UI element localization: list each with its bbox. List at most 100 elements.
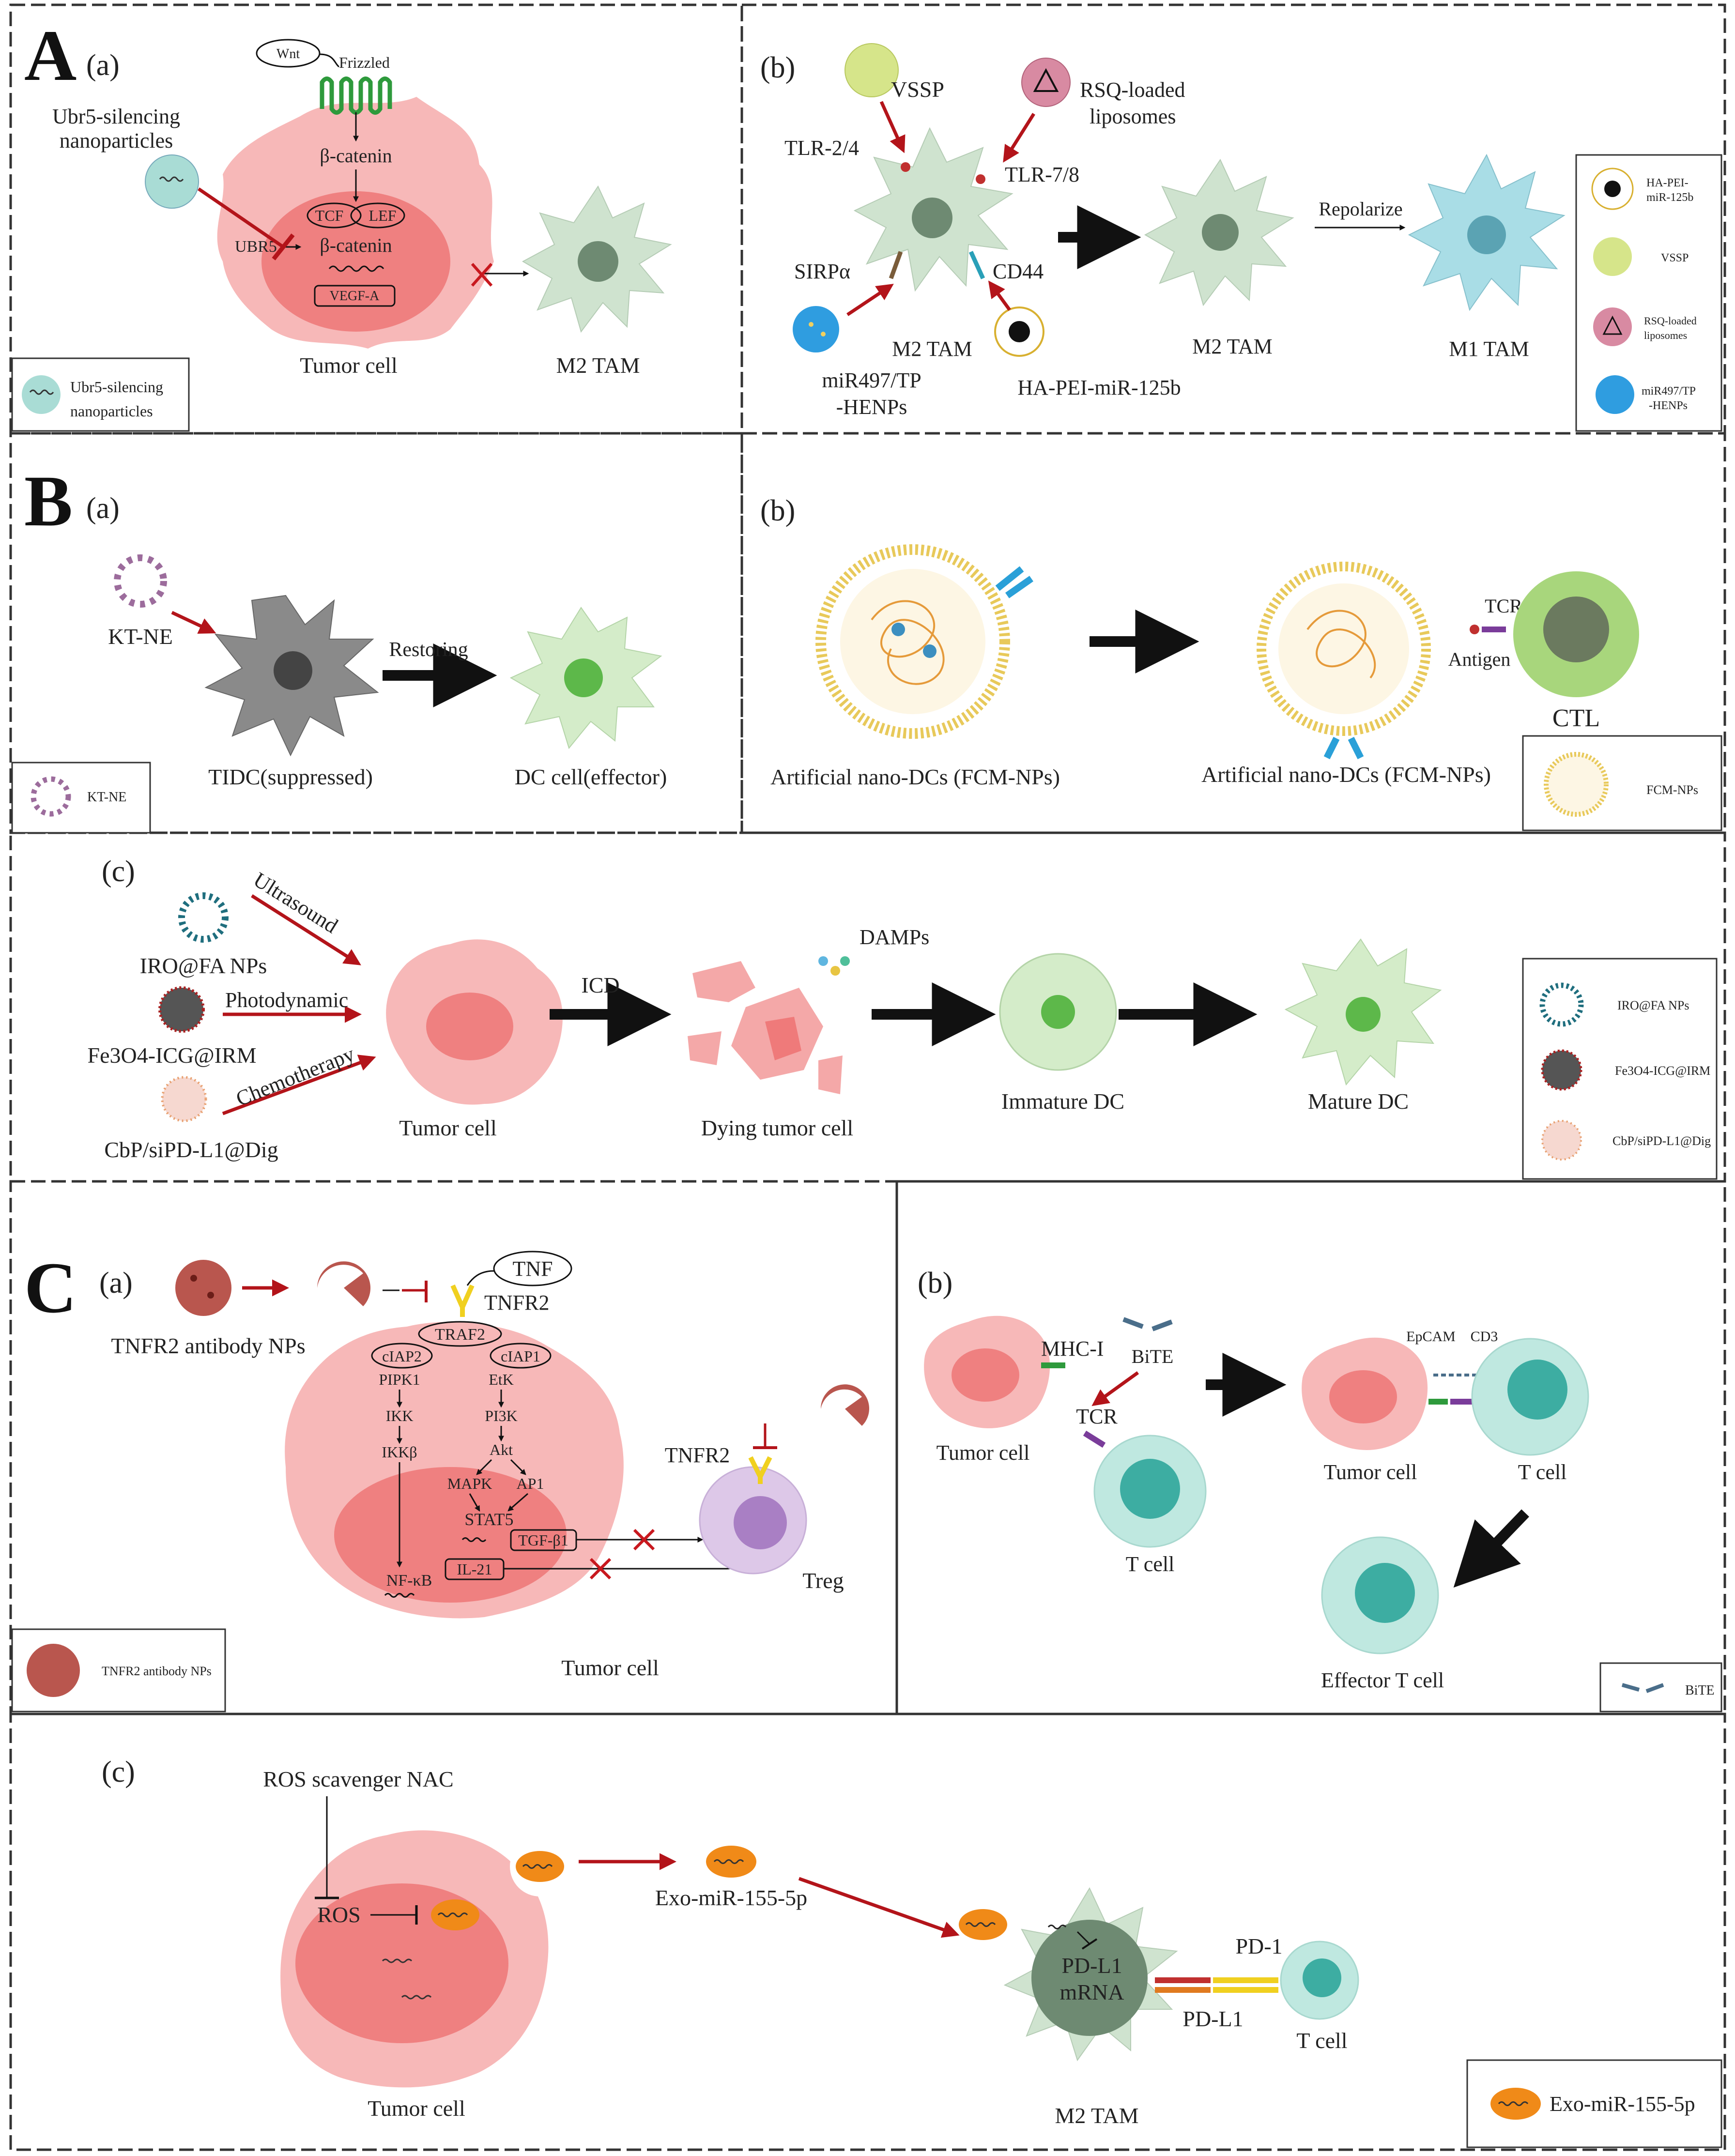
tlr78-label: TLR-7/8 [1005,163,1079,186]
tlr24-label: TLR-2/4 [784,136,859,160]
m2-tam-label-a: M2 TAM [892,337,972,361]
section-letter-c: C [24,1248,77,1328]
mir497-dot [821,332,826,336]
arrow-ultrasound [251,894,361,965]
tumor-b-nucleus [426,993,513,1060]
nano-dc-receptor-1 [995,566,1034,598]
t-cell-cc-nucleus [1303,1958,1341,1997]
legend-iro-label: IRO@FA NPs [1617,998,1689,1012]
ap1-label: AP1 [517,1475,544,1492]
legend-np-icon [22,375,61,414]
ctl-nucleus [1543,596,1609,662]
cbp-label: CbP/siPD-L1@Dig [104,1137,278,1162]
legend-mir497-label-1: miR497/TP [1642,385,1696,398]
section-c-c: (c) ROS scavenger NAC ROS Tumor cell Exo… [102,1756,1722,2148]
tumor-label-1: Tumor cell [937,1441,1030,1465]
tumor-cell-label: Tumor cell [368,2096,465,2121]
antigen-dot [1470,625,1479,634]
nfkb-label: NF-κB [386,1572,432,1590]
legend-fcm-label: FCM-NPs [1646,783,1698,797]
bcat-label-2: β-catenin [320,234,392,256]
immature-dc-label: Immature DC [1001,1089,1124,1114]
np-spot [190,1275,197,1282]
x-mark-il21 [589,1558,612,1580]
mirna-inside-tam [1047,1925,1067,1929]
legend-iro-icon [1539,982,1584,1027]
effector-t-cell-nucleus [1355,1563,1415,1623]
rsq-triangle [1033,68,1059,92]
mir497-label-1: miR497/TP [822,368,921,392]
legend-label-2: nanoparticles [70,402,153,420]
m2-tam-nucleus [578,241,618,282]
arrow-exo-2 [798,1877,960,1938]
tumor-cell-label: Tumor cell [561,1655,659,1680]
ciap2-label: cIAP2 [382,1347,422,1365]
damps-dot [830,966,840,976]
inhibit-bar [272,233,295,260]
legend-np-icon [27,1644,80,1697]
mapk-label: MAPK [447,1475,492,1492]
legend-ktne-label: KT-NE [87,790,126,805]
dc-nucleus [564,658,603,697]
tcr-receptor [1083,1430,1106,1448]
mature-dc-nucleus [1346,997,1381,1032]
treg-nucleus [734,1496,787,1549]
x-mark-tgf [633,1529,655,1551]
ikkb-label: IKKβ [382,1443,417,1461]
nano-dc-antigen [891,623,905,636]
legend-fcm-icon [1544,752,1609,817]
mir497-particle [793,306,839,352]
rsq-label-1: RSQ-loaded [1080,78,1185,102]
sirpa-receptor [889,251,903,279]
tnfr2-treg-label: TNFR2 [665,1443,730,1467]
damps-dot [818,956,828,966]
nano-dc-antigen [923,644,937,658]
tcf-oval [307,202,362,229]
pdl1-mrna-label-2: mRNA [1060,1980,1124,2004]
nano-dc-scaffold-1 [871,600,945,685]
arrow-akt-mapk [476,1459,492,1475]
legend-rsq-label-1: RSQ-loaded [1644,315,1697,327]
exo-free-rna [713,1859,744,1864]
damps-label: DAMPs [860,925,929,949]
nano-dc-core-2 [1278,583,1409,714]
ciap1-oval [490,1343,552,1369]
dying-tumor-cell [688,961,843,1094]
mir497-dot [809,322,814,327]
tumor-cell-label: Tumor cell [399,1116,496,1140]
tidc-nucleus [274,651,312,690]
arrow-mir497 [846,284,894,316]
frizzled-label: Frizzled [339,54,390,71]
vegf-label: VEGF-A [330,289,380,304]
legend-exo-rna [1498,2101,1529,2106]
restoring-label: Restoring [389,639,468,661]
legend-box [11,762,151,834]
ktne-label: KT-NE [108,624,173,649]
legend-hapei-label-2: miR-125b [1646,191,1693,204]
repolarize-label: Repolarize [1319,198,1402,220]
section-letter-a: A [24,15,77,96]
arrow-ap1-stat5 [507,1493,528,1512]
subpanel-tag: (a) [86,49,120,82]
subpanel-tag: (b) [760,51,795,84]
iro-particle [178,892,229,943]
nfkb-dna [384,1593,415,1598]
tidc-label: TIDC(suppressed) [208,765,373,789]
m2-tam-cc-label: M2 TAM [1055,2103,1138,2128]
wnt-ligand [256,39,321,68]
mir497-label-2: -HENPs [836,395,907,419]
mirna-squiggle [382,1958,413,1963]
dna-squiggle [328,265,384,272]
arrow-mapk-stat5 [469,1493,480,1512]
etk-label: EtK [489,1371,514,1388]
arrow-big-6 [1453,1509,1529,1588]
legend-cbp-icon [1541,1120,1582,1161]
iro-label: IRO@FA NPs [140,953,267,978]
tumor-nucleus [261,191,450,332]
t-cell-1-nucleus [1120,1459,1180,1519]
tcf-label: TCF [315,207,344,224]
il21-label: IL-21 [457,1560,492,1578]
cd3-label: CD3 [1471,1329,1498,1345]
section-b-a: B (a) KT-NE TIDC(suppressed) Restoring D… [11,461,667,834]
treg-label: Treg [802,1568,844,1593]
